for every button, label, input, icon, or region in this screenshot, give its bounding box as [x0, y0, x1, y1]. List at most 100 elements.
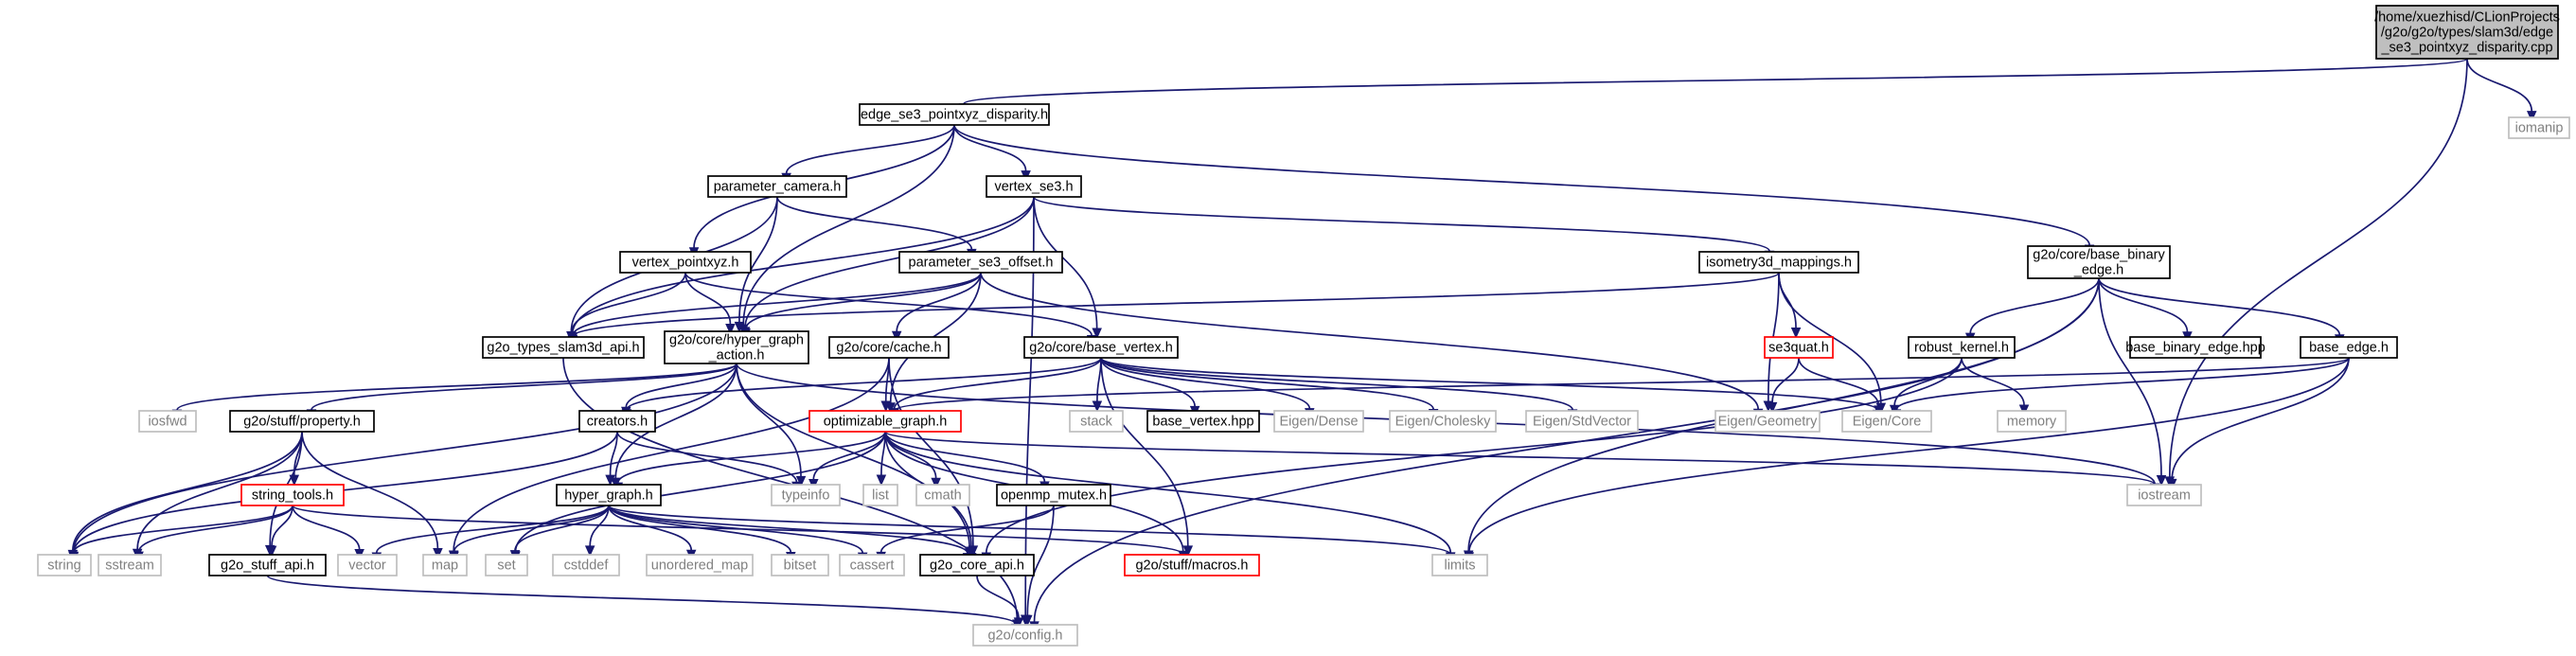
node-creators[interactable]: creators.h	[578, 410, 656, 433]
edge-arrowhead	[1092, 328, 1102, 340]
edge-base_binary-to-bbe_hpp	[2098, 277, 2193, 344]
node-bitset: bitset	[771, 554, 829, 576]
node-hyper-graph[interactable]: hyper_graph.h	[556, 484, 662, 506]
node-label: isometry3d_mappings.h	[1706, 256, 1852, 271]
edge-line	[614, 363, 737, 479]
node-label: base_edge.h	[2309, 341, 2389, 356]
edge-line	[608, 505, 693, 551]
node-vertex-pxyz[interactable]: vertex_pointxyz.h	[619, 251, 752, 274]
node-label: g2o/core/base_binary	[2033, 248, 2165, 263]
edge-arrowhead	[1767, 401, 1778, 414]
node-label: string_tools.h	[252, 488, 333, 504]
edge-line	[570, 272, 686, 333]
edge-arrowhead	[1022, 614, 1033, 627]
node-box	[2129, 336, 2262, 359]
edge-line	[1100, 357, 1878, 412]
node-param-offset[interactable]: parameter_se3_offset.h	[898, 251, 1063, 274]
edge-line	[1771, 357, 1800, 403]
edge-line	[736, 363, 802, 477]
node-box	[208, 554, 327, 576]
node-limits: limits	[1431, 554, 1488, 576]
edge-line	[72, 431, 618, 553]
node-stuff-api[interactable]: g2o_stuff_api.h	[208, 554, 327, 576]
node-label: /g2o/g2o/types/slam3d/edge	[2381, 26, 2553, 41]
node-param-cam[interactable]: parameter_camera.h	[707, 175, 847, 198]
node-label: g2o/core/base_vertex.h	[1029, 341, 1173, 356]
node-box	[240, 484, 345, 506]
node-box	[556, 484, 662, 506]
node-se3quat[interactable]: se3quat.h	[1764, 336, 1834, 359]
edge-line	[742, 124, 955, 326]
edge-base_binary-to-robust	[1964, 277, 2100, 345]
node-label: Eigen/Core	[1853, 415, 1922, 430]
node-edge-h[interactable]: edge_se3_pointxyz_disparity.h	[859, 103, 1050, 126]
edge-hyper_graph-to-cstddef	[584, 505, 610, 558]
edge-line	[136, 431, 303, 550]
edge-line	[626, 357, 1102, 411]
node-box	[1069, 410, 1124, 433]
node-label: list	[872, 488, 889, 504]
node-box	[2027, 245, 2171, 279]
node-bbe-hpp[interactable]: base_binary_edge.hpp	[2125, 336, 2265, 359]
node-label: g2o/core/cache.h	[836, 341, 941, 356]
node-label: stack	[1080, 415, 1113, 430]
edge-line	[1798, 357, 1880, 406]
edge-line	[1961, 357, 2025, 406]
node-label: iomanip	[2515, 121, 2564, 136]
edge-vertex_se3-to-iso3d	[1033, 196, 1775, 262]
node-core-api[interactable]: g2o_core_api.h	[919, 554, 1035, 576]
node-unordered-map: unordered_map	[646, 554, 754, 576]
node-base-edge[interactable]: base_edge.h	[2300, 336, 2398, 359]
edge-line	[894, 357, 2350, 412]
edge-line	[1100, 357, 1189, 546]
edge-base_edge-to-iostream	[2166, 357, 2350, 490]
node-base-vertex[interactable]: g2o/core/base_vertex.h	[1023, 336, 1179, 359]
node-box	[1124, 554, 1260, 576]
node-hga[interactable]: g2o/core/hyper_graph_action.h	[664, 330, 809, 364]
edge-arrowhead	[584, 545, 595, 558]
node-slam3d-api[interactable]: g2o_types_slam3d_api.h	[482, 336, 645, 359]
edge-line	[776, 196, 973, 250]
node-opt-graph[interactable]: optimizable_graph.h	[808, 410, 962, 433]
node-box	[138, 410, 197, 433]
node-iso3d[interactable]: isometry3d_mappings.h	[1698, 251, 1859, 274]
edge-line	[1033, 196, 1770, 253]
edge-base_binary-to-config	[1029, 277, 2100, 633]
node-box	[859, 103, 1050, 126]
node-label: robust_kernel.h	[1914, 341, 2009, 356]
edge-base_vertex-to-macros	[1100, 357, 1194, 558]
edge-line	[608, 505, 1451, 556]
node-macros[interactable]: g2o/stuff/macros.h	[1124, 554, 1260, 576]
edge-line	[1100, 357, 1573, 411]
node-label: edge_se3_pointxyz_disparity.h	[861, 108, 1048, 123]
node-property[interactable]: g2o/stuff/property.h	[229, 410, 375, 433]
edge-param_cam-to-param_offset	[776, 196, 977, 260]
edge-opt_graph-to-omp	[884, 431, 1050, 493]
edge-line	[572, 272, 1780, 338]
node-string-tools[interactable]: string_tools.h	[240, 484, 345, 506]
edge-line	[879, 505, 1055, 553]
node-iomanip: iomanip	[2508, 116, 2570, 139]
node-label: string	[47, 558, 80, 574]
node-robust[interactable]: robust_kernel.h	[1908, 336, 2016, 359]
node-set: set	[485, 554, 528, 576]
node-typeinfo: typeinfo	[771, 484, 841, 506]
edge-line	[453, 505, 610, 553]
node-iostream: iostream	[2126, 484, 2202, 506]
node-base-binary[interactable]: g2o/core/base_binary_edge.h	[2027, 245, 2171, 279]
node-label: optimizable_graph.h	[824, 415, 948, 430]
node-cache[interactable]: g2o/core/cache.h	[828, 336, 950, 359]
edge-line	[311, 363, 737, 411]
edge-line	[744, 196, 1035, 328]
node-bv-hpp[interactable]: base_vertex.hpp	[1146, 410, 1260, 433]
edge-line	[1100, 357, 1434, 410]
node-omp[interactable]: openmp_mutex.h	[996, 484, 1111, 506]
node-box	[919, 554, 1035, 576]
node-vertex-se3[interactable]: vertex_se3.h	[986, 175, 1082, 198]
node-label: map	[432, 558, 458, 574]
edge-line	[608, 505, 864, 554]
edge-line	[616, 431, 886, 484]
node-root[interactable]: /home/xuezhisd/CLionProjects/g2o/g2o/typ…	[2374, 5, 2560, 60]
edge-line	[2171, 357, 2350, 480]
